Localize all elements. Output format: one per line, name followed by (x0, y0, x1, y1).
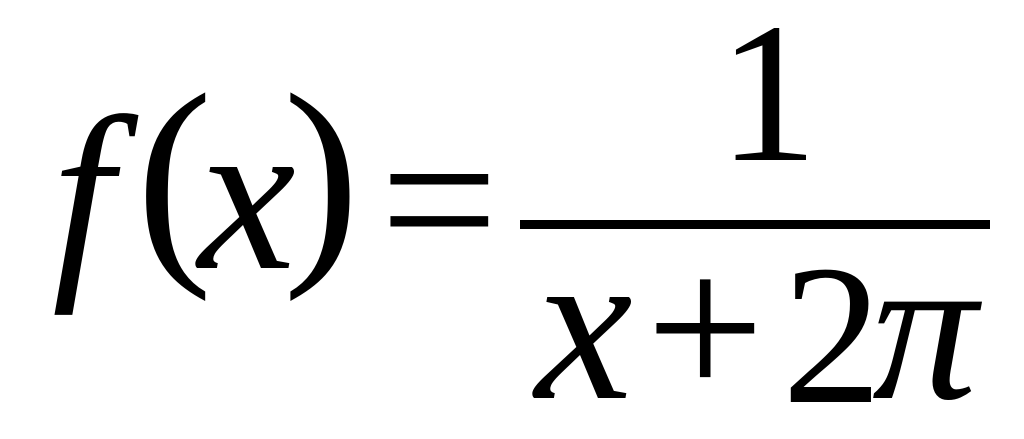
fraction-bar (520, 220, 990, 229)
denominator-variable: x (532, 202, 633, 439)
plus-sign: + (646, 212, 764, 439)
open-parenthesis: ( (136, 47, 213, 302)
close-parenthesis: ) (283, 47, 360, 302)
numerator: 1 (718, 0, 818, 204)
equals-sign: = (380, 84, 498, 316)
function-name: f (52, 72, 139, 316)
denominator-coefficient: 2 (782, 225, 882, 439)
function-argument: x (195, 72, 296, 316)
pi-symbol: π (872, 212, 983, 439)
